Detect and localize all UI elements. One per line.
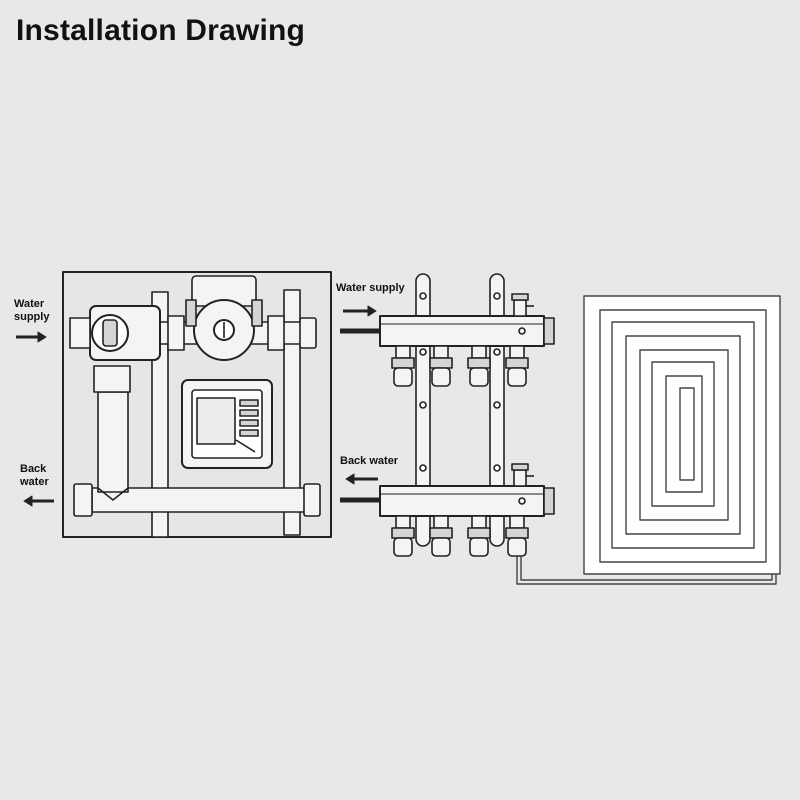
arrow-left-icon <box>345 473 378 485</box>
supply-bar-bolt <box>518 327 526 335</box>
control-box-screen <box>196 397 236 445</box>
left-back-water-label-line1: Back <box>20 463 47 475</box>
left-water-supply-label-line1: Water <box>14 298 45 310</box>
right-vertical-pipe <box>283 289 301 536</box>
arrow-right-icon <box>343 305 377 317</box>
return-outlets <box>391 515 529 557</box>
supply-outlets <box>391 345 529 387</box>
manifold-back-water-label: Back water <box>340 455 399 467</box>
supply-bar-end-cap <box>543 317 555 345</box>
left-back-water-label-line2: water <box>20 476 49 488</box>
top-right-nut <box>267 315 285 351</box>
return-air-vent <box>511 463 534 487</box>
floor-coil-icon <box>516 295 781 585</box>
mixing-station <box>62 271 332 538</box>
bottom-left-fitting <box>73 483 93 517</box>
top-right-fitting <box>299 317 317 349</box>
arrow-right-icon <box>16 331 47 343</box>
bottom-horizontal-pipe <box>91 487 315 513</box>
left-down-pipe <box>97 391 129 493</box>
manifold <box>379 273 555 557</box>
page-title: Installation Drawing <box>16 14 306 47</box>
loop-supply-connection <box>516 556 777 585</box>
top-left-nut <box>167 315 185 351</box>
return-bar-bolt <box>518 497 526 505</box>
loop-return-connection <box>520 556 773 581</box>
bottom-right-fitting <box>303 483 321 517</box>
flow-arrows <box>16 305 380 507</box>
pump-side-right <box>251 299 263 327</box>
control-box-slots <box>239 399 259 437</box>
left-water-supply-label-line2: supply <box>14 311 50 323</box>
manifold-water-supply-label: Water supply <box>336 282 405 294</box>
arrow-left-icon <box>23 495 54 507</box>
left-down-pipe-elbow <box>97 487 129 501</box>
left-down-pipe-nut <box>93 365 131 393</box>
valve-handle <box>102 319 118 347</box>
control-box-cable <box>235 439 256 453</box>
pump-side-left <box>185 299 197 327</box>
manifold-return-bar <box>379 485 545 517</box>
valve-inlet-stub <box>69 317 91 349</box>
supply-air-vent <box>511 293 534 317</box>
return-bar-end-cap <box>543 487 555 515</box>
